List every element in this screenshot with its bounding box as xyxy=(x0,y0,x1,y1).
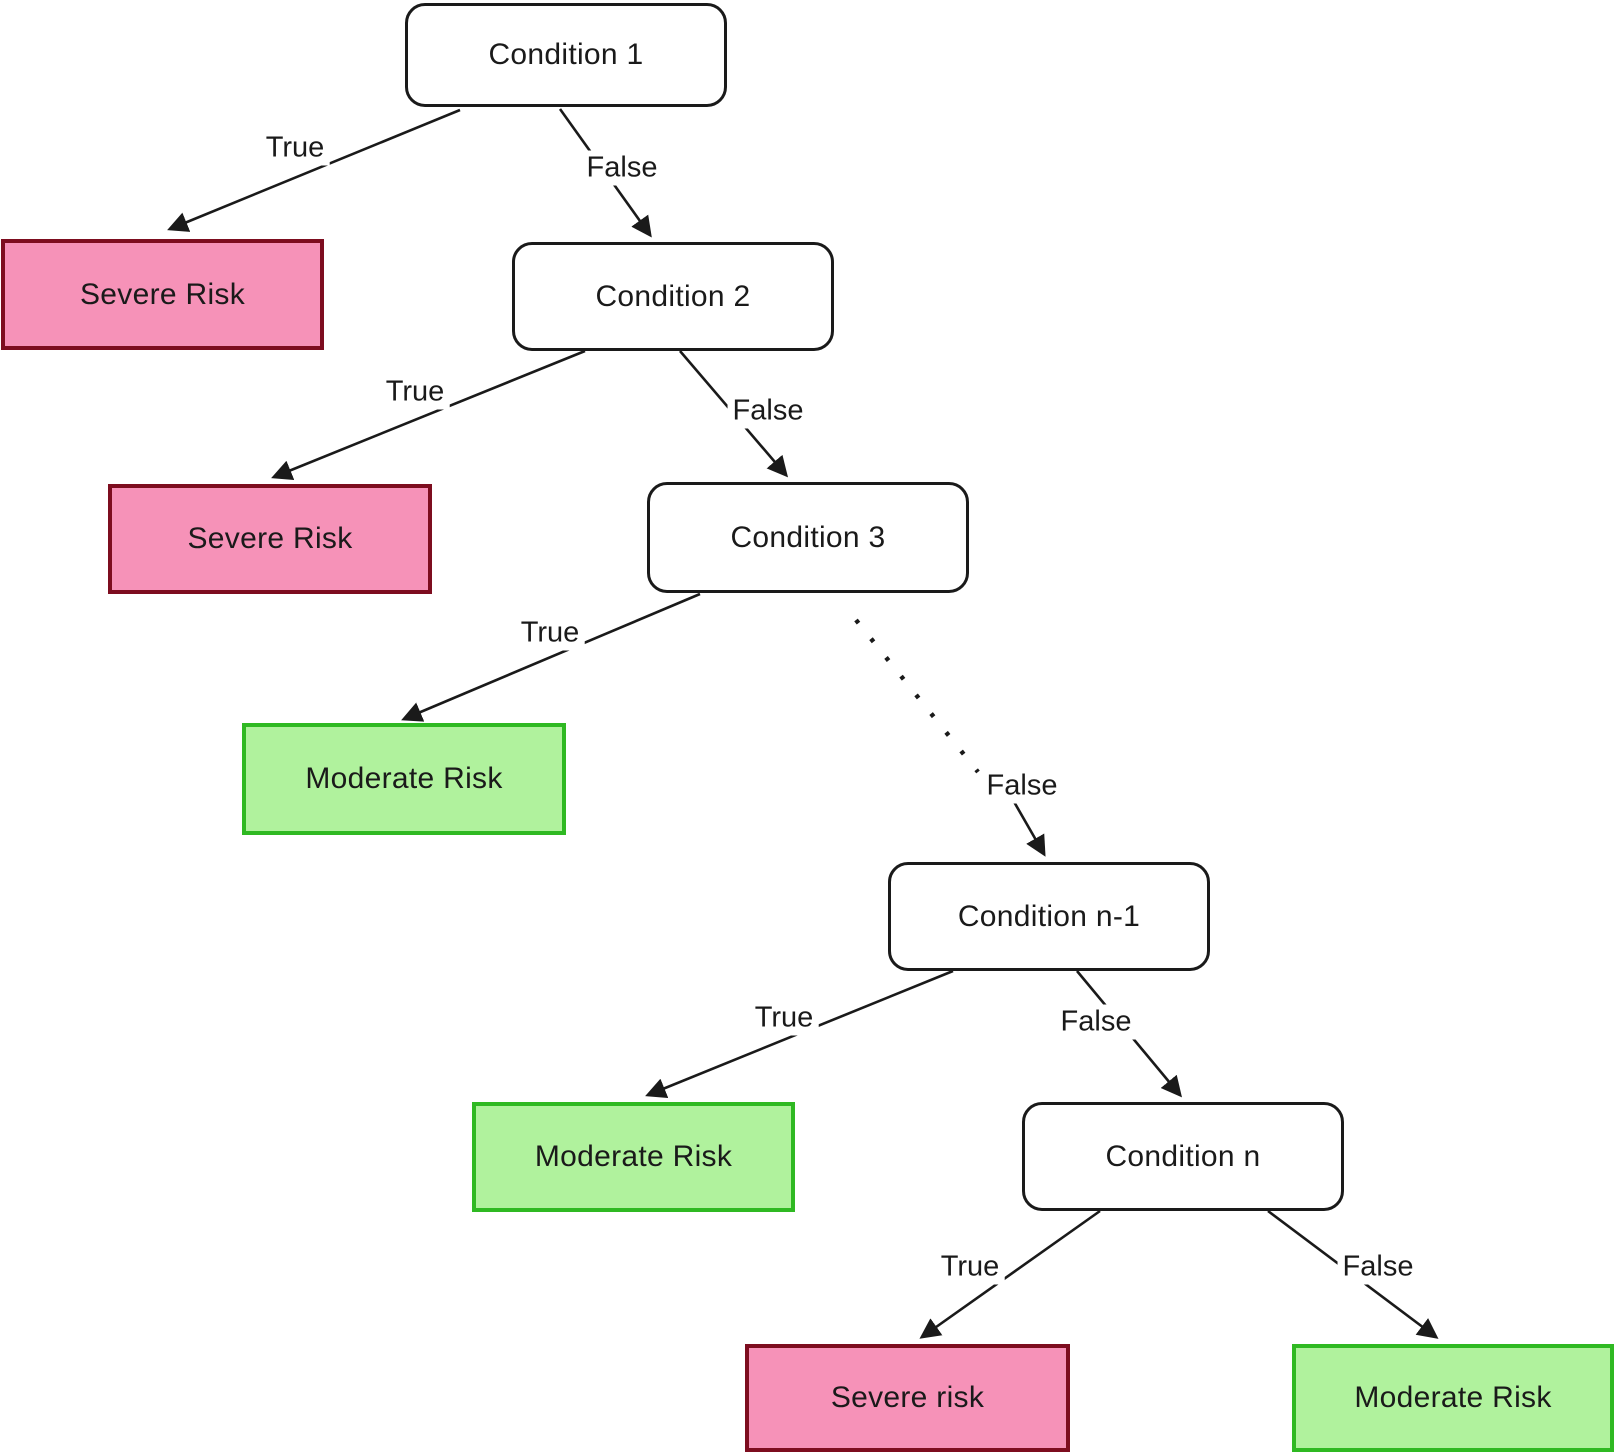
node-moderate-risk-3-label: Moderate Risk xyxy=(1354,1381,1552,1414)
node-condition-n-1-label: Condition n-1 xyxy=(957,899,1141,933)
node-condition-1: Condition 1 xyxy=(405,3,727,107)
node-moderate-risk-3: Moderate Risk xyxy=(1292,1344,1614,1452)
arrow-condition3-to-moderate1 xyxy=(401,592,701,722)
node-condition-n-label: Condition n xyxy=(1105,1139,1261,1173)
node-condition-3-label: Condition 3 xyxy=(730,520,886,554)
edge-label-condition-n1-true: True xyxy=(749,1000,819,1036)
edge-label-condition-n-true: True xyxy=(935,1249,1005,1285)
node-condition-1-label: Condition 1 xyxy=(488,38,644,71)
arrow-condition2-to-severe2 xyxy=(271,349,586,481)
node-severe-risk-3: Severe risk xyxy=(745,1344,1070,1452)
edge-label-condition-n1-false: False xyxy=(1055,1004,1137,1040)
arrow-condition-n-to-severe3 xyxy=(919,1209,1101,1339)
node-condition-n-1: Condition n-1 xyxy=(888,862,1210,971)
node-moderate-risk-2: Moderate Risk xyxy=(472,1102,795,1212)
node-condition-3: Condition 3 xyxy=(647,482,969,593)
node-condition-2: Condition 2 xyxy=(512,242,834,351)
node-severe-risk-3-label: Severe risk xyxy=(830,1381,985,1414)
node-severe-risk-1: Severe Risk xyxy=(1,239,324,350)
node-moderate-risk-2-label: Moderate Risk xyxy=(534,1140,733,1173)
dotted-line-condition3-to-false xyxy=(854,618,980,774)
edge-label-condition3-true: True xyxy=(515,615,585,651)
edge-label-condition2-false: False xyxy=(727,393,809,429)
node-condition-n: Condition n xyxy=(1022,1102,1344,1211)
arrow-false-to-condition-n1 xyxy=(1011,799,1046,857)
node-moderate-risk-1: Moderate Risk xyxy=(242,723,566,835)
edge-label-condition1-true: True xyxy=(260,130,330,166)
node-severe-risk-1-label: Severe Risk xyxy=(79,277,246,311)
edge-label-condition3-false: False xyxy=(981,768,1063,804)
arrow-condition1-to-severe1 xyxy=(167,108,461,232)
edge-label-condition-n-false: False xyxy=(1337,1249,1419,1285)
edge-label-condition2-true: True xyxy=(380,374,450,410)
node-condition-2-label: Condition 2 xyxy=(595,279,751,313)
node-moderate-risk-1-label: Moderate Risk xyxy=(305,762,503,795)
edge-label-condition1-false: False xyxy=(581,150,663,186)
node-severe-risk-2: Severe Risk xyxy=(108,484,432,594)
node-severe-risk-2-label: Severe Risk xyxy=(187,522,353,555)
